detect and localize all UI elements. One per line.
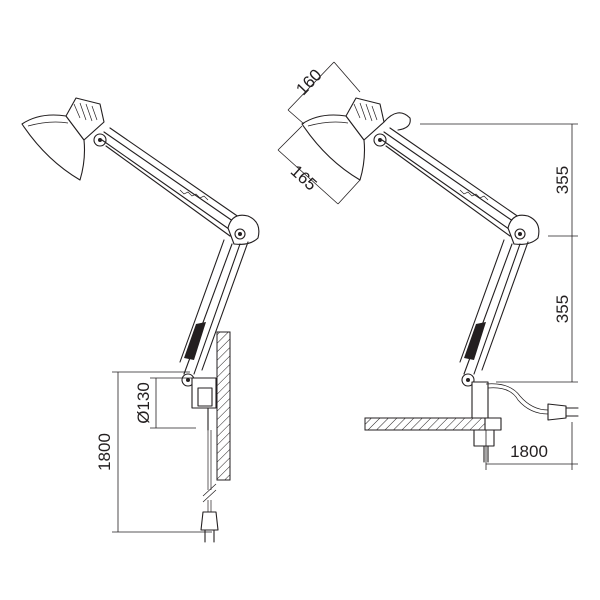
left-cable xyxy=(202,430,217,512)
left-plug xyxy=(200,511,219,543)
right-upper-arm-dimension: 355 xyxy=(420,123,578,237)
right-lower-arm-label: 355 xyxy=(553,295,572,323)
right-plug xyxy=(547,403,579,421)
left-height-dimension: 1800 xyxy=(95,371,212,533)
left-upper-arm xyxy=(101,127,260,245)
right-lower-arm xyxy=(459,239,529,387)
left-shade xyxy=(21,97,107,181)
left-clamp-label: Ø130 xyxy=(134,382,153,424)
left-clamp-dimension: Ø130 xyxy=(134,377,196,429)
right-shade-top-label: 160 xyxy=(292,65,325,99)
left-view: 1800 Ø130 xyxy=(21,97,260,543)
right-upper-arm-label: 355 xyxy=(553,166,572,194)
left-wall-bracket xyxy=(191,377,217,431)
desk-hatch xyxy=(364,417,486,431)
right-cable-dimension: 1800 xyxy=(485,422,578,470)
left-height-label: 1800 xyxy=(95,433,114,471)
right-lower-arm-dimension: 355 xyxy=(496,236,578,383)
right-desk-clamp xyxy=(471,381,495,463)
right-view: 160 165 355 355 1800 xyxy=(277,61,579,470)
right-cable-label: 1800 xyxy=(510,442,548,461)
right-shade xyxy=(301,97,411,181)
wall-hatch xyxy=(216,331,231,481)
right-cable xyxy=(485,383,549,415)
right-upper-arm xyxy=(381,127,540,245)
right-shade-diameter-label: 165 xyxy=(287,161,321,194)
left-lower-arm xyxy=(179,239,249,387)
